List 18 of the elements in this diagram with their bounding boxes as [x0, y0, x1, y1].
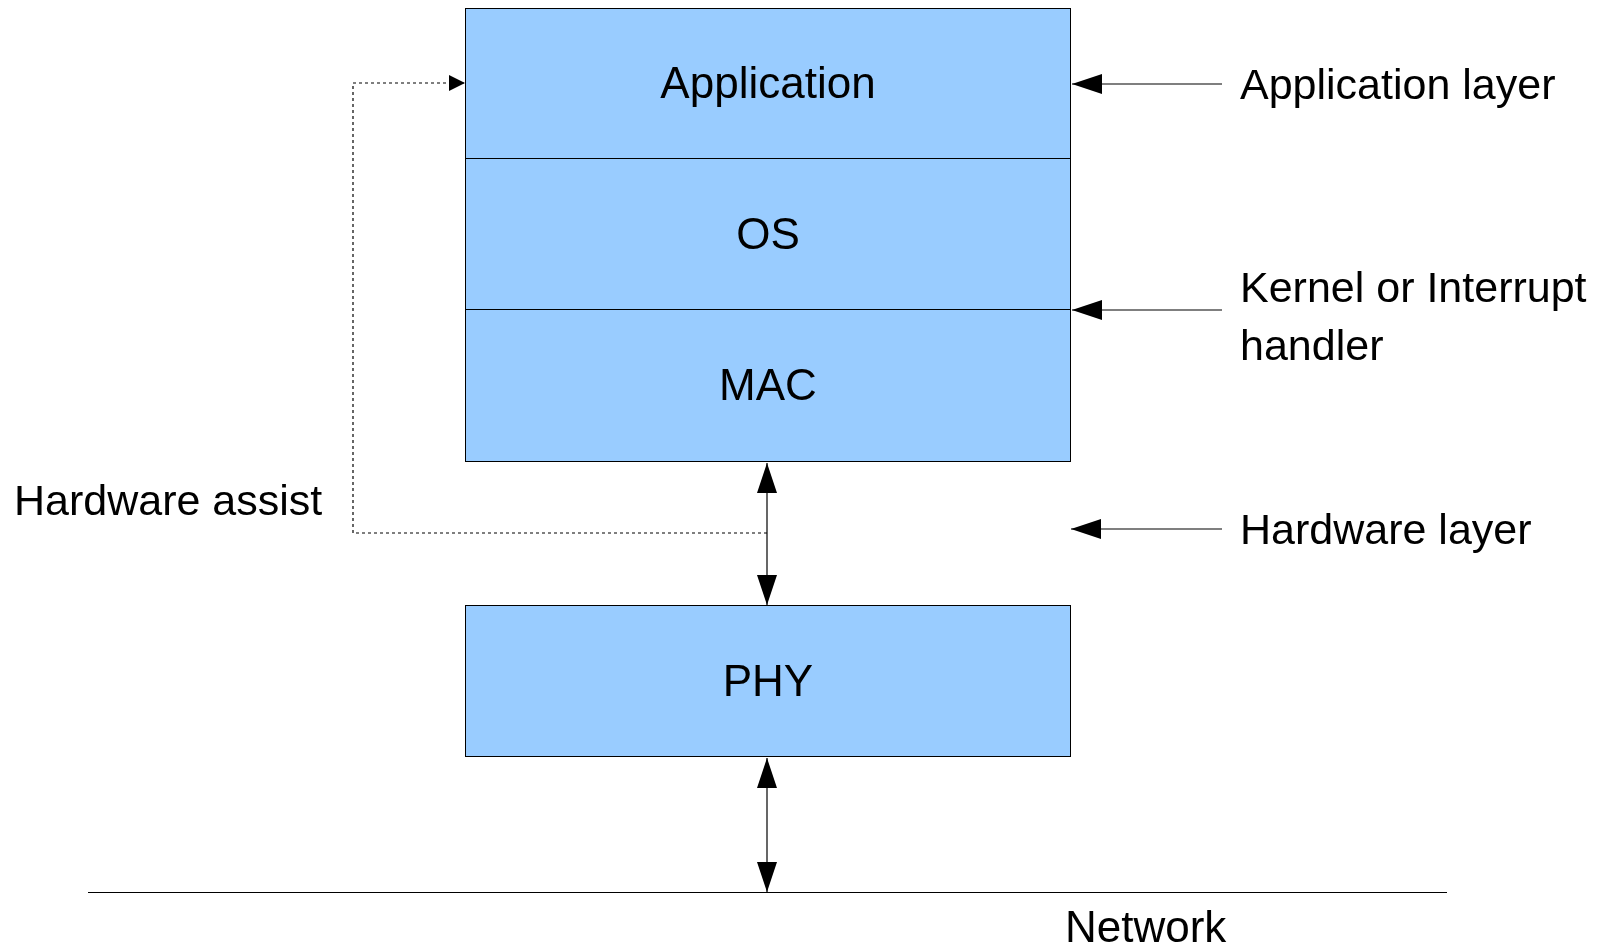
layer-label: Application layer: [1240, 60, 1556, 108]
layer-name: MAC: [719, 361, 817, 410]
double-arrow: [757, 462, 777, 606]
layer-label: Kernel or Interrupt handler: [1240, 263, 1587, 369]
layer-name: OS: [736, 209, 800, 259]
arrow: [1071, 300, 1223, 320]
layer-name: PHY: [722, 656, 814, 706]
dashed-arrow: [352, 75, 768, 534]
arrow: [1070, 519, 1223, 539]
layer-box: [465, 8, 1071, 159]
layer-label: Hardware layer: [1240, 505, 1532, 553]
network-label: Network: [1065, 903, 1227, 952]
layer-name: Application: [660, 59, 876, 108]
layer-box: [465, 158, 1071, 310]
layer-box: [465, 605, 1071, 757]
arrow: [1071, 74, 1223, 94]
layer-box: [465, 309, 1071, 462]
double-arrow: [757, 757, 777, 893]
